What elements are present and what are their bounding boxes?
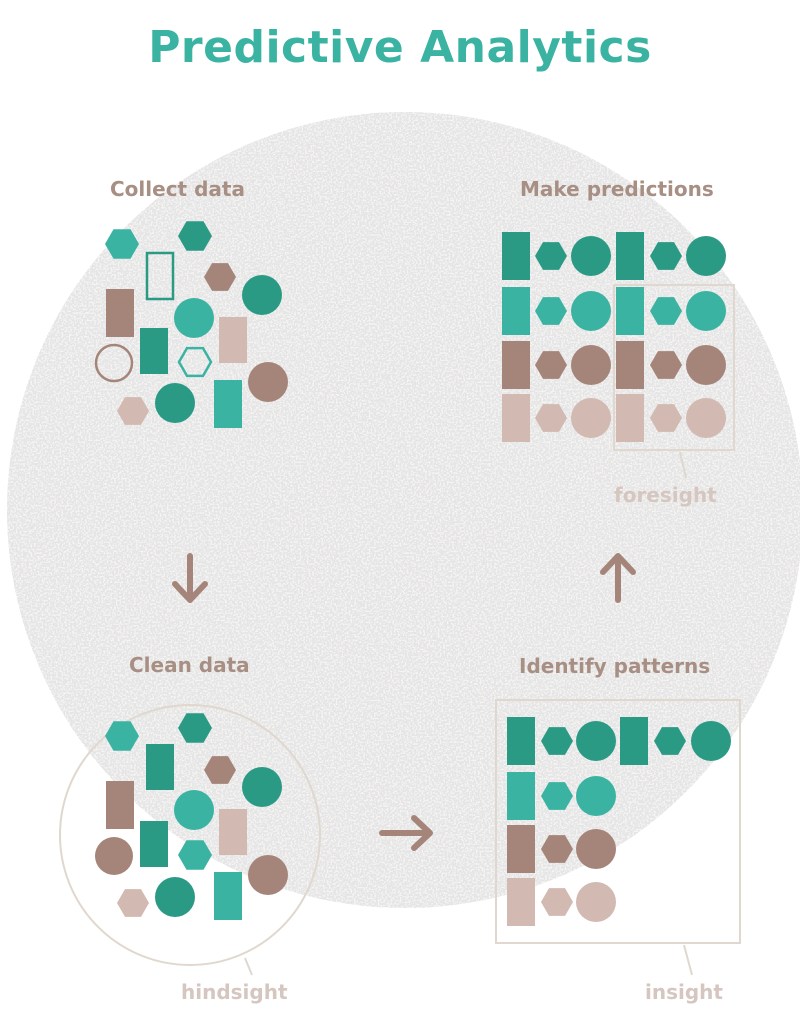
circle-shape <box>242 767 282 807</box>
identify-patterns-shapes <box>495 699 741 976</box>
step-clean-data: Clean data <box>129 653 250 677</box>
rectangle-shape <box>507 878 535 926</box>
hindsight-leader-line <box>244 957 253 976</box>
label-foresight: foresight <box>614 483 717 507</box>
rectangle-shape <box>502 341 530 389</box>
label-insight: insight <box>645 980 723 1004</box>
rectangle-shape <box>219 317 247 363</box>
hexagon-shape <box>541 782 573 810</box>
arrow-up-icon <box>600 553 636 603</box>
hexagon-shape <box>535 242 567 270</box>
circle-shape <box>571 398 611 438</box>
rectangle-shape <box>502 232 530 280</box>
hexagon-shape <box>541 835 573 863</box>
hexagon-shape <box>178 221 212 251</box>
make-predictions-shapes <box>502 232 735 479</box>
rectangle-shape <box>507 825 535 873</box>
insight-leader-line <box>683 944 693 976</box>
rectangle-shape <box>214 380 242 428</box>
page-title: Predictive Analytics <box>148 22 652 73</box>
circle-shape <box>686 398 726 438</box>
step-make-predictions: Make predictions <box>520 177 714 201</box>
rectangle-shape <box>146 744 174 790</box>
step-collect-data: Collect data <box>110 177 245 201</box>
hexagon-shape <box>204 263 236 291</box>
rectangle-shape <box>140 821 168 867</box>
circle-shape <box>174 298 214 338</box>
rectangle-shape <box>616 394 644 442</box>
rectangle-shape <box>219 809 247 855</box>
circle-shape <box>691 721 731 761</box>
hexagon-shape <box>541 727 573 755</box>
hindsight-ring <box>59 704 321 966</box>
foresight-leader-line <box>679 451 687 479</box>
circle-shape <box>571 291 611 331</box>
label-hindsight: hindsight <box>181 980 288 1004</box>
circle-shape <box>155 383 195 423</box>
circle-shape <box>571 236 611 276</box>
hexagon-shape <box>650 297 682 325</box>
hexagon-shape <box>105 721 139 751</box>
rectangle-shape <box>140 328 168 374</box>
hexagon-shape <box>117 889 149 917</box>
hexagon-shape <box>204 756 236 784</box>
rectangle-shape <box>106 781 134 829</box>
rectangle-shape <box>507 717 535 765</box>
hexagon-shape <box>650 351 682 379</box>
hexagon-shape <box>650 242 682 270</box>
rectangle-shape <box>502 394 530 442</box>
circle-shape <box>242 275 282 315</box>
circle-shape <box>686 236 726 276</box>
rectangle-shape <box>502 287 530 335</box>
hexagon-shape <box>105 229 139 259</box>
circle-shape <box>94 343 134 383</box>
hexagon-shape <box>541 888 573 916</box>
hexagon-shape <box>535 297 567 325</box>
hexagon-shape <box>178 840 212 870</box>
circle-shape <box>686 291 726 331</box>
rectangle-shape <box>616 287 644 335</box>
flow-arrows <box>172 553 636 851</box>
rectangle-shape <box>616 232 644 280</box>
rectangle-shape <box>214 872 242 920</box>
rectangle-shape <box>620 717 648 765</box>
hexagon-shape <box>654 727 686 755</box>
clean-data-shapes <box>59 704 321 976</box>
collect-data-shapes <box>94 221 288 428</box>
circle-shape <box>576 721 616 761</box>
hexagon-shape <box>535 351 567 379</box>
circle-shape <box>571 345 611 385</box>
circle-shape <box>576 776 616 816</box>
hexagon-shape <box>650 404 682 432</box>
circle-shape <box>576 882 616 922</box>
rectangle-shape <box>106 289 134 337</box>
circle-shape <box>174 790 214 830</box>
circle-shape <box>248 362 288 402</box>
rectangle-shape <box>507 772 535 820</box>
circle-shape <box>686 345 726 385</box>
foresight-frame <box>613 284 735 451</box>
arrow-down-icon <box>172 553 208 603</box>
circle-shape <box>248 855 288 895</box>
circle-shape <box>576 829 616 869</box>
circle-shape <box>95 837 133 875</box>
hexagon-shape <box>177 346 213 378</box>
circle-shape <box>155 877 195 917</box>
hexagon-shape <box>535 404 567 432</box>
rectangle-shape <box>145 251 175 301</box>
hexagon-shape <box>178 713 212 743</box>
insight-frame <box>495 699 741 944</box>
hexagon-shape <box>117 397 149 425</box>
step-identify-patterns: Identify patterns <box>519 654 711 678</box>
arrow-right-icon <box>379 815 433 851</box>
rectangle-shape <box>616 341 644 389</box>
